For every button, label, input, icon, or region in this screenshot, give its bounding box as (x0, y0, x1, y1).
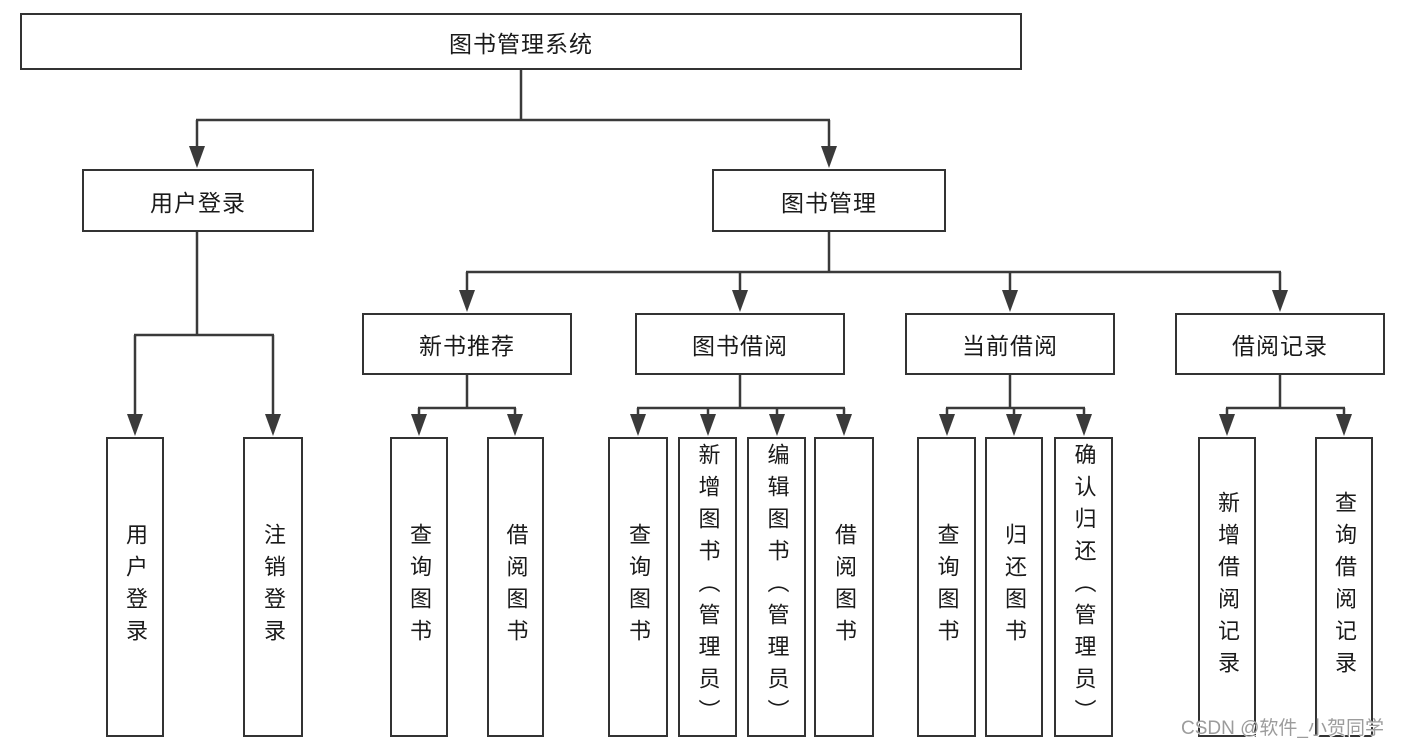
leaf-edit-books-admin: 编辑图书（管理员） (747, 437, 806, 737)
leaf-user-login: 用户登录 (106, 437, 164, 737)
leaf-borrow-books-recommend: 借阅图书 (487, 437, 544, 737)
node-root: 图书管理系统 (20, 13, 1022, 70)
node-book-management-label: 图书管理 (781, 189, 877, 216)
leaf-logout: 注销登录 (243, 437, 303, 737)
leaf-query-books-borrowing: 查询图书 (608, 437, 668, 737)
node-borrow-records: 借阅记录 (1175, 313, 1385, 375)
node-book-borrowing: 图书借阅 (635, 313, 845, 375)
watermark: CSDN @软件_小贺同学 (1181, 718, 1384, 739)
leaf-query-books-current: 查询图书 (917, 437, 976, 737)
node-new-book-recommend: 新书推荐 (362, 313, 572, 375)
node-current-borrowing-label: 当前借阅 (962, 333, 1058, 359)
leaf-add-books-admin: 新增图书（管理员） (678, 437, 737, 737)
leaf-query-borrow-record: 查询借阅记录 (1315, 437, 1373, 737)
node-new-book-recommend-label: 新书推荐 (419, 333, 515, 359)
node-current-borrowing: 当前借阅 (905, 313, 1115, 375)
leaf-add-borrow-record: 新增借阅记录 (1198, 437, 1256, 737)
leaf-query-books-recommend: 查询图书 (390, 437, 448, 737)
node-book-management: 图书管理 (712, 169, 946, 232)
leaf-borrow-books-borrowing: 借阅图书 (814, 437, 874, 737)
leaf-confirm-return-admin: 确认归还（管理员） (1054, 437, 1113, 737)
leaf-return-books: 归还图书 (985, 437, 1043, 737)
node-user-login-label: 用户登录 (150, 189, 246, 216)
node-user-login: 用户登录 (82, 169, 314, 232)
node-borrow-records-label: 借阅记录 (1232, 333, 1328, 359)
node-root-label: 图书管理系统 (449, 30, 593, 57)
node-book-borrowing-label: 图书借阅 (692, 333, 788, 359)
